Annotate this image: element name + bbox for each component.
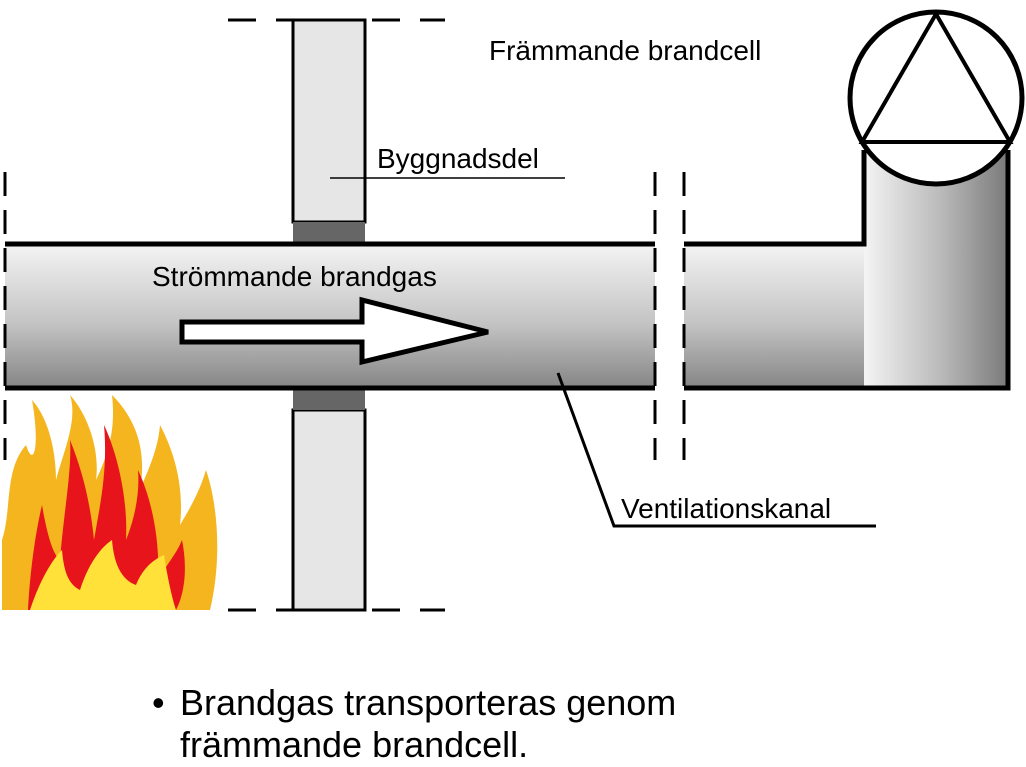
bullet-marker: • (152, 682, 165, 723)
wall-seal-top (293, 222, 365, 244)
foreign-cell-label: Främmande brandcell (489, 35, 761, 66)
wall-seal-bottom (293, 388, 365, 410)
duct-label: Ventilationskanal (621, 493, 831, 524)
fan-symbol (847, 9, 1025, 187)
bullet-line-2: främmande brandcell. (180, 724, 529, 765)
bullet-line-1: Brandgas transporteras genom (180, 682, 677, 723)
flow-arrow-icon (179, 296, 489, 366)
fire-icon (2, 395, 218, 610)
ventilation-duct-left (5, 241, 655, 391)
flowing-gas-label: Strömmande brandgas (152, 261, 437, 292)
bullet-text: • Brandgas transporteras genom främmande… (152, 682, 912, 766)
building-part-label: Byggnadsdel (377, 143, 539, 174)
ventilation-duct-right (684, 150, 1011, 391)
building-part-wall (228, 18, 445, 612)
duct-leader (556, 372, 876, 528)
